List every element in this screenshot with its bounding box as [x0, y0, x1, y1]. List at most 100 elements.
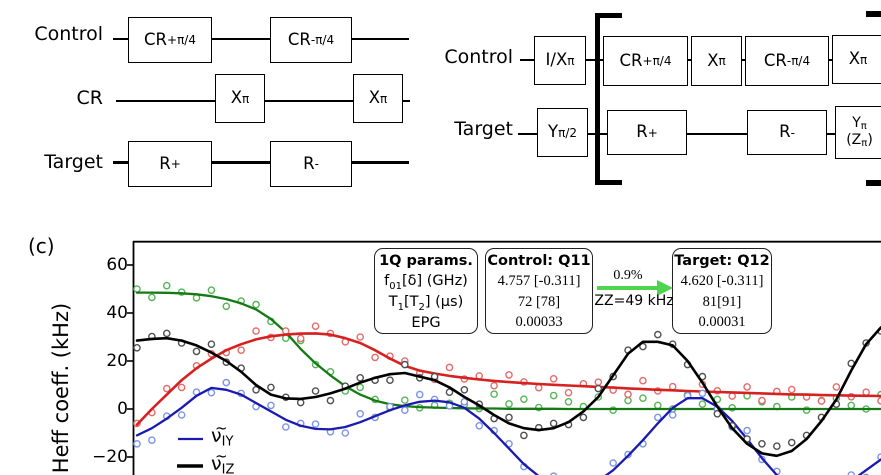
green-data-point [847, 401, 856, 410]
green-data-point [401, 396, 409, 404]
red-data-point [311, 322, 320, 331]
gate-label: Y [852, 115, 861, 132]
green-data-point [148, 293, 156, 302]
y-tick-label: 0 [117, 399, 128, 419]
gate-label: R [636, 122, 648, 142]
gate-label: X [230, 88, 243, 108]
blue-data-point [401, 406, 409, 415]
gate-label: CR [619, 50, 643, 70]
black-data-point [311, 387, 320, 395]
black-data-point [654, 330, 662, 339]
wire [828, 59, 833, 61]
gate-cr-minus: CR-π/4 [745, 36, 829, 86]
red-data-point [564, 388, 573, 397]
blue-data-point [341, 429, 350, 437]
zz-coupling-label: ZZ=49 kHz [594, 293, 674, 309]
red-data-point [356, 333, 365, 341]
right-circuit-control-label: Control [444, 46, 513, 68]
legend-subscript: IZ [221, 462, 235, 475]
gate-sub: π [567, 53, 575, 68]
gate-r-minus: R- [270, 141, 352, 187]
wire [113, 38, 129, 40]
y-tick-label: −20 [92, 447, 128, 467]
panel-label-c: (c) [28, 234, 55, 258]
blue-data-point [415, 390, 424, 399]
gate-label: R [159, 153, 171, 173]
gate-sub: π [718, 54, 726, 68]
gate-r-plus: R+ [128, 141, 212, 187]
green-data-point [490, 390, 498, 398]
wire [211, 161, 271, 164]
control-qubit-box: Control: Q11 4.757 [-0.311] 72 [78] 0.00… [485, 248, 593, 334]
gate-label: X [368, 88, 381, 108]
red-data-point [177, 383, 186, 392]
black-data-point [549, 419, 558, 428]
blue-data-point [281, 423, 290, 431]
blue-fit-line [135, 386, 881, 475]
nu-glyph: ν~ [211, 447, 228, 475]
green-data-point [356, 383, 365, 392]
red-data-point [728, 392, 737, 400]
gate-sub: - [790, 125, 795, 140]
black-data-point [267, 383, 275, 392]
black-data-point [445, 388, 454, 397]
close-bracket-bottom-serif [866, 180, 881, 186]
blue-data-point [148, 436, 156, 445]
green-data-point [505, 400, 513, 408]
coupling-error-label: 0.9% [613, 268, 643, 283]
wire [518, 133, 538, 135]
black-data-point [401, 360, 409, 369]
gate-sub: - [314, 157, 319, 171]
blue-data-point [668, 411, 677, 419]
legend-entry-nu-iz: ν~IZ [211, 447, 235, 475]
green-data-point [252, 300, 260, 309]
gate-label: CR [144, 29, 168, 49]
gate-r-plus: R+ [607, 110, 687, 155]
wire [686, 133, 748, 135]
black-data-point [460, 385, 469, 394]
black-data-point [713, 409, 722, 418]
nu-char: ν [211, 425, 222, 447]
gate-sub: + [170, 157, 181, 171]
blue-data-point [743, 426, 751, 435]
blue-data-point [609, 459, 617, 467]
red-data-point [252, 327, 260, 335]
blue-data-point [311, 420, 320, 428]
gate-label: R [303, 153, 315, 173]
red-data-point [877, 397, 881, 405]
red-data-point [639, 376, 647, 385]
black-fit-line [135, 326, 881, 458]
red-data-point [668, 382, 677, 391]
wire [264, 100, 354, 102]
gate-sub: + [647, 125, 658, 140]
target-box-title: Target: Q12 [674, 253, 770, 269]
left-circuit-cr-label: CR [76, 87, 103, 109]
red-data-point [862, 388, 870, 397]
wire [211, 38, 271, 40]
blue-data-point [133, 439, 141, 448]
green-data-point [639, 394, 647, 403]
green-fit-line [135, 291, 881, 411]
gate-label: CR [763, 50, 787, 70]
black-data-point [758, 439, 766, 448]
red-data-point [832, 383, 841, 391]
black-data-point [579, 413, 588, 422]
red-data-point [296, 334, 305, 343]
gate-y-pi-z-pi: Yπ (Zπ) [835, 106, 881, 159]
gate-cr-plus: CR+π/4 [128, 17, 212, 63]
y-axis-label: Heff coeff. (kHz) [49, 302, 73, 474]
coupling-arrow [597, 286, 659, 290]
open-bracket-top-serif [595, 13, 622, 18]
chart-plot-area [127, 240, 881, 475]
gate-sub: +π/4 [642, 54, 672, 68]
green-data-point [520, 395, 528, 403]
gate-sub: π [860, 52, 868, 67]
blue-data-point [267, 401, 275, 410]
gate-label: X [707, 50, 719, 70]
blue-data-point [475, 421, 484, 430]
gate-line1: Yπ [852, 116, 867, 132]
black-data-point [133, 343, 141, 352]
